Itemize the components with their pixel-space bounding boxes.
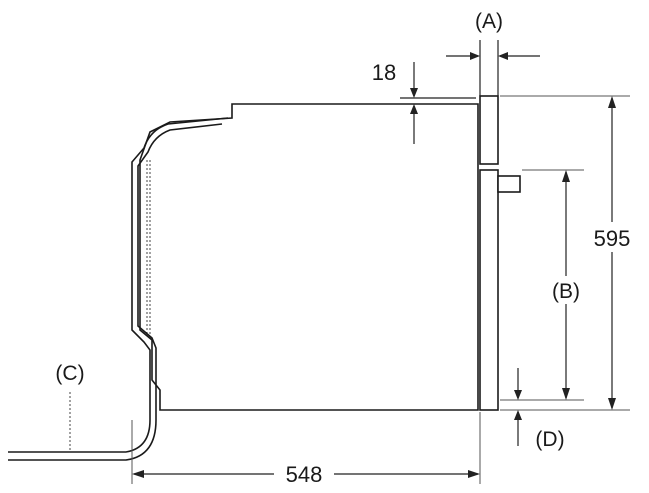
dimension-depth: 548 bbox=[131, 412, 481, 488]
power-cable bbox=[8, 117, 229, 461]
dimension-b: (B) bbox=[500, 169, 592, 401]
dimension-height: 595 bbox=[500, 95, 638, 411]
label-b: (B) bbox=[552, 280, 580, 303]
dimension-d: (D) bbox=[514, 368, 565, 451]
oven-body bbox=[139, 103, 479, 411]
label-c: (C) bbox=[55, 362, 84, 385]
label-a: (A) bbox=[475, 10, 503, 33]
dimension-top-gap: 18 bbox=[372, 60, 476, 144]
dimension-a: (A) bbox=[446, 10, 540, 96]
dim-top-gap-label: 18 bbox=[372, 60, 396, 85]
oven-door bbox=[479, 95, 521, 411]
label-d: (D) bbox=[535, 428, 564, 451]
dim-height-label: 595 bbox=[594, 226, 631, 251]
callout-c: (C) bbox=[55, 362, 85, 452]
dim-depth-label: 548 bbox=[286, 462, 323, 487]
